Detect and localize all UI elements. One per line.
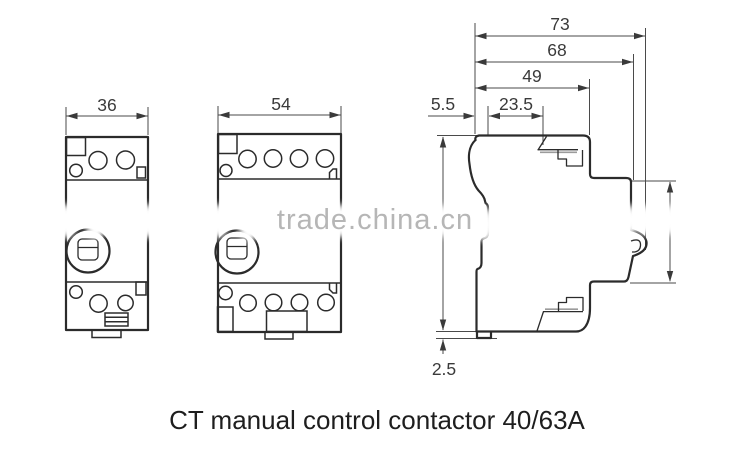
dim-label-54: 54 — [271, 94, 291, 114]
terminal-hole — [238, 293, 258, 313]
control-knob — [65, 228, 111, 274]
watermark-text: trade.china.cn — [277, 204, 473, 236]
terminal-hole-small — [68, 284, 84, 300]
arrowhead — [218, 111, 230, 119]
terminal-hole — [238, 149, 257, 169]
dim-label-2-5: 2.5 — [432, 359, 456, 379]
cover-slant — [537, 136, 548, 151]
arrowhead — [136, 112, 148, 120]
side-notch — [328, 168, 338, 179]
terminal-cover-bottom — [536, 296, 584, 332]
terminal-hole — [316, 293, 336, 312]
side-notch — [136, 166, 147, 179]
watermark-blobs — [55, 204, 679, 241]
terminal-hole — [264, 293, 283, 312]
dim-68: 68 — [475, 40, 634, 66]
dim-73: 73 — [475, 14, 646, 40]
arrowhead — [475, 84, 487, 92]
side-notch — [135, 281, 147, 296]
dim-36: 36 — [65, 95, 149, 135]
label-plate — [104, 312, 129, 327]
dim-label-36: 36 — [97, 95, 116, 115]
terminal-hole — [289, 149, 309, 168]
center-block — [265, 310, 308, 333]
side-view: 73 68 49 5.5 23.5 — [428, 14, 676, 379]
corner-block — [216, 306, 234, 333]
arrowhead — [439, 136, 447, 148]
mounting-foot — [475, 330, 493, 340]
arrowhead — [66, 112, 78, 120]
arrowhead — [622, 58, 633, 66]
terminal-hole — [117, 294, 134, 312]
arrowhead — [666, 181, 674, 193]
arrowhead — [666, 271, 674, 282]
cover-step — [557, 296, 584, 312]
dim-label-23-5: 23.5 — [499, 94, 533, 114]
arrowhead — [439, 319, 447, 331]
terminal-cover-top — [537, 136, 584, 167]
terminal-hole-small — [68, 163, 84, 178]
cover-step — [557, 149, 584, 167]
terminal-hole — [263, 149, 283, 168]
terminal-hole — [315, 149, 335, 168]
dim-label-49: 49 — [522, 66, 541, 86]
din-clip — [264, 331, 294, 340]
din-clip — [91, 329, 122, 339]
dim-label-5-5: 5.5 — [431, 94, 455, 114]
dim-label-68: 68 — [547, 40, 566, 60]
arrowhead — [329, 111, 341, 119]
terminal-hole — [89, 294, 108, 313]
terminal-hole — [88, 150, 108, 171]
arrowhead — [489, 112, 500, 120]
dim-5-5: 5.5 — [428, 94, 475, 120]
page-title: CT manual control contactor 40/63A — [169, 405, 585, 435]
control-knob — [214, 229, 260, 275]
arrowhead — [531, 112, 543, 120]
arrowhead — [439, 339, 447, 351]
corner-block — [217, 133, 238, 155]
dim-54: 54 — [217, 94, 342, 133]
dim-23-5: 23.5 — [489, 94, 543, 120]
arrowhead — [475, 32, 487, 40]
terminal-hole — [115, 150, 136, 170]
arrowhead — [634, 32, 645, 40]
knob-handle — [77, 238, 99, 261]
dim-label-73: 73 — [550, 14, 569, 34]
terminal-hole-small — [218, 285, 233, 301]
corner-block — [65, 136, 87, 157]
arrowhead — [578, 84, 589, 92]
din-clip-curl — [630, 239, 642, 253]
arrowhead — [463, 112, 475, 120]
arrowhead — [475, 58, 487, 66]
side-notch — [328, 283, 338, 294]
knob-handle — [226, 237, 248, 260]
front-view-2pole: 36 — [64, 95, 150, 339]
side-body-outline — [474, 134, 648, 333]
cover-slant — [536, 311, 545, 332]
terminal-hole — [290, 293, 309, 312]
dim-49: 49 — [475, 66, 590, 92]
terminal-hole-small — [219, 163, 233, 178]
dim-2-5: 2.5 — [432, 338, 497, 379]
